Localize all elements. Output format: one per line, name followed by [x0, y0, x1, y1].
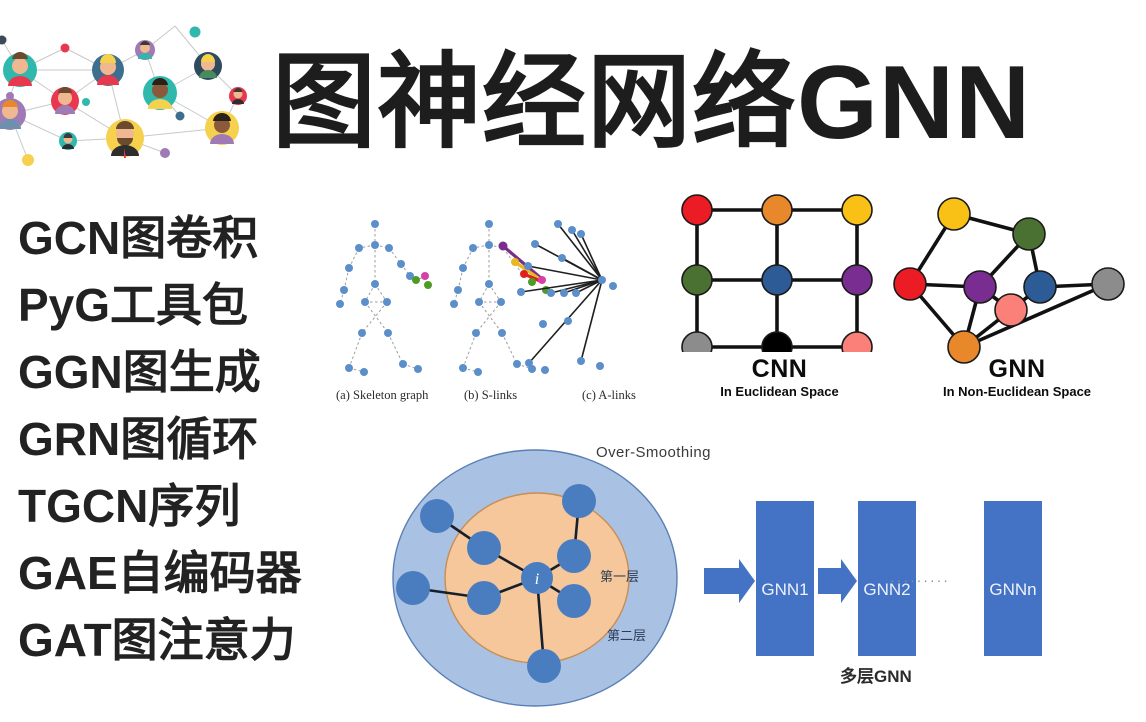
topic-item-tgcn[interactable]: TGCN序列	[18, 480, 241, 532]
gnn-ellipsis: ·········	[890, 572, 950, 588]
center-node-label: i	[535, 571, 539, 588]
social-network-illustration	[0, 25, 247, 166]
topic-item-gat[interactable]: GAT图注意力	[18, 614, 296, 666]
multilayer-gnn-diagram: GNN1 GNN2 ········· GNNn 多层GNN	[694, 486, 1146, 717]
over-smoothing-label: Over-Smoothing	[596, 444, 711, 461]
gnn-layer-label-1: GNN1	[761, 580, 809, 599]
skeleton-graph-svg	[336, 220, 617, 376]
input-arrow-icon	[704, 559, 755, 603]
skeleton-graph-figure: (a) Skeleton graph (b) S-links (c) A-lin…	[332, 198, 672, 413]
over-smoothing-svg: i 第一层 第二层	[392, 449, 678, 707]
skeleton-caption-a: (a) Skeleton graph	[336, 388, 429, 402]
skeleton-caption-c: (c) A-links	[582, 388, 636, 402]
topic-list: GCN图卷积 PyG工具包 GGN图生成 GRN图循环 TGCN序列 GAE自编…	[18, 205, 370, 674]
gnn-subtitle: In Non-Euclidean Space	[942, 384, 1092, 399]
topic-item-gcn[interactable]: GCN图卷积	[18, 212, 259, 264]
gnn-graph	[893, 197, 1125, 364]
cnn-grid-graph	[681, 194, 873, 363]
gnn-panel: GNN In Non-Euclidean Space	[892, 192, 1142, 407]
gnn-layer-box-n: GNNn	[984, 501, 1042, 656]
cnn-subtitle: In Euclidean Space	[720, 384, 839, 399]
over-smoothing-diagram: i 第一层 第二层	[392, 438, 692, 717]
outer-ring-label: 第二层	[607, 628, 646, 643]
page-title: 图神经网络GNN	[272, 45, 1032, 161]
header-band: 图神经网络GNN	[0, 0, 1146, 180]
inner-ring-label: 第一层	[600, 569, 639, 584]
gnn-layer-box-1: GNN1	[756, 501, 814, 656]
gnn-layer-label-n: GNNn	[989, 580, 1037, 599]
gnn-title: GNN	[988, 355, 1046, 383]
skeleton-caption-b: (b) S-links	[464, 388, 518, 402]
multilayer-gnn-caption: 多层GNN	[840, 667, 912, 686]
gnn-layer-box-2: GNN2	[858, 501, 916, 656]
topic-item-pyg[interactable]: PyG工具包	[18, 279, 249, 331]
topic-item-gae[interactable]: GAE自编码器	[18, 547, 302, 599]
cnn-title: CNN	[751, 355, 808, 383]
layer-arrow-icon	[818, 559, 857, 603]
cnn-panel: CNN In Euclidean Space	[672, 192, 887, 407]
topic-item-ggn[interactable]: GGN图生成	[18, 346, 261, 398]
topic-item-grn[interactable]: GRN图循环	[18, 413, 259, 465]
gnn-layer-label-2: GNN2	[863, 580, 911, 599]
